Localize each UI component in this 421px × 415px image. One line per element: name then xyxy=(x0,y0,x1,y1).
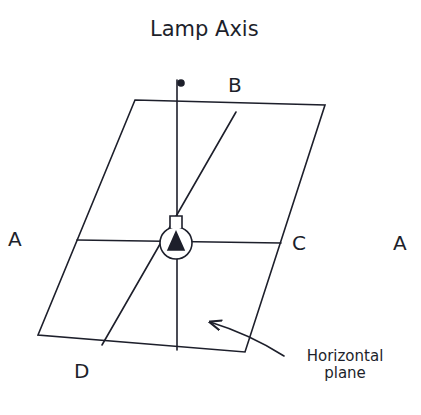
point-label: A xyxy=(393,232,407,254)
point-label: D xyxy=(74,360,89,382)
bd-line xyxy=(102,112,236,345)
point-label: C xyxy=(292,232,306,254)
axis-dot xyxy=(178,80,184,86)
plane-label: Horizontal plane xyxy=(286,348,404,381)
horizontal-plane xyxy=(38,100,325,352)
point-label: B xyxy=(228,74,242,96)
lamp-symbol xyxy=(160,216,192,259)
leader-arrow xyxy=(210,322,284,356)
axis-label: Lamp Axis xyxy=(150,18,259,41)
point-label: A xyxy=(8,228,22,250)
